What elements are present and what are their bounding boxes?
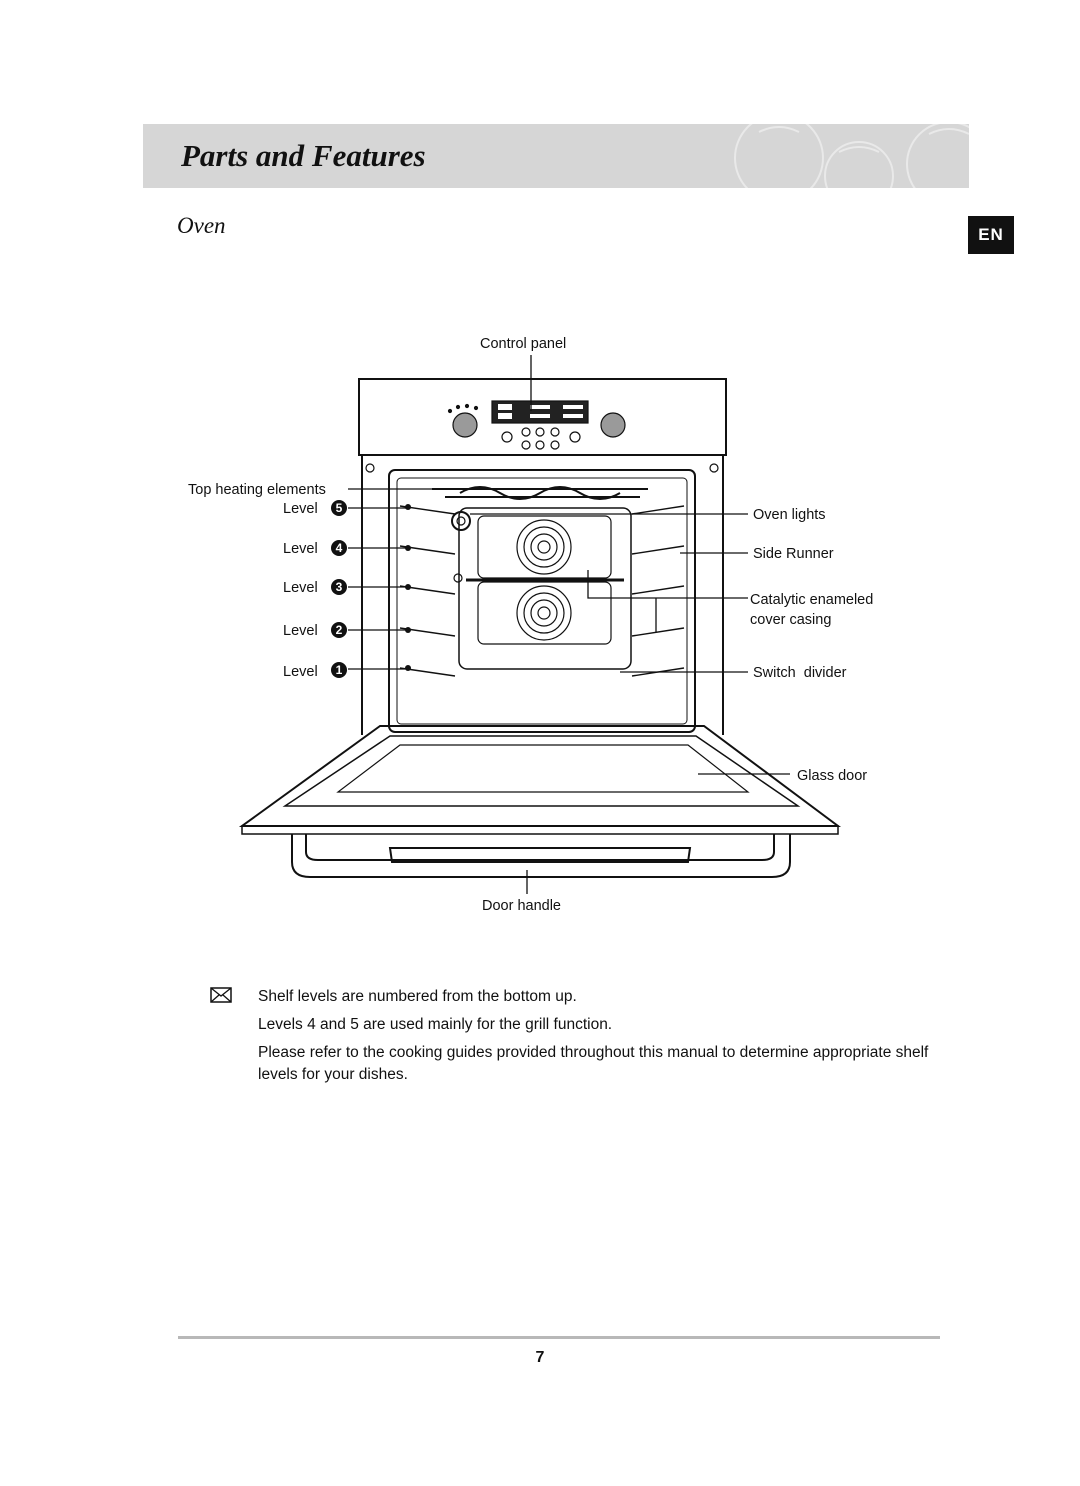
note-icon [210,987,232,1003]
control-panel [447,400,626,450]
catalytic-label-line1: Catalytic enameled [750,592,873,608]
oven-lights-label: Oven lights [753,507,826,523]
page-number: 7 [535,1349,545,1366]
level-label-3: Level 3 [283,579,347,596]
svg-text:2: 2 [336,623,343,637]
catalytic-label-line2: cover casing [750,612,831,628]
oven-body-sides [361,455,724,735]
note-text-2: Levels 4 and 5 are used mainly for the g… [258,1016,613,1033]
control-panel-housing [358,378,727,456]
shelf-runners [399,505,685,677]
header-banner: Parts and Features [143,124,969,188]
catalytic-casing [458,507,632,670]
fan-icon [516,519,572,641]
svg-text:Level: Level [283,580,318,596]
switch-divider-label: Switch divider [753,665,847,681]
control-panel-label: Control panel [480,336,566,352]
level-label-5: Level 5 [283,500,347,517]
page-title: Parts and Features [181,138,426,173]
footer-rule [178,1336,940,1339]
tomato-decoration-icon [734,124,969,188]
oven-cavity [388,469,696,733]
glass-door-label: Glass door [797,768,867,784]
oven-diagram: Control panel Top heating elements Level… [188,336,873,914]
level-label-4: Level 4 [283,540,347,557]
oven-light [451,511,471,531]
svg-text:Level: Level [283,623,318,639]
svg-text:1: 1 [336,663,343,677]
svg-text:Level: Level [283,501,318,517]
door-handle-label: Door handle [482,898,561,914]
glass-door [238,725,842,835]
level-label-1: Level 1 [283,662,347,680]
language-badge: EN [968,216,1014,254]
side-runner-label: Side Runner [753,546,834,562]
section-title: Oven [177,213,226,238]
svg-text:Level: Level [283,664,318,680]
svg-text:4: 4 [336,541,343,555]
level-label-2: Level 2 [283,622,347,639]
svg-text:5: 5 [336,501,343,515]
heating-element [432,486,648,500]
svg-text:Level: Level [283,541,318,557]
top-heating-label: Top heating elements [188,482,326,498]
note-text-1: Shelf levels are numbered from the botto… [258,988,577,1005]
note-text-3: Please refer to the cooking guides provi… [258,1044,929,1083]
door-handle [291,834,791,878]
svg-text:3: 3 [336,580,343,594]
